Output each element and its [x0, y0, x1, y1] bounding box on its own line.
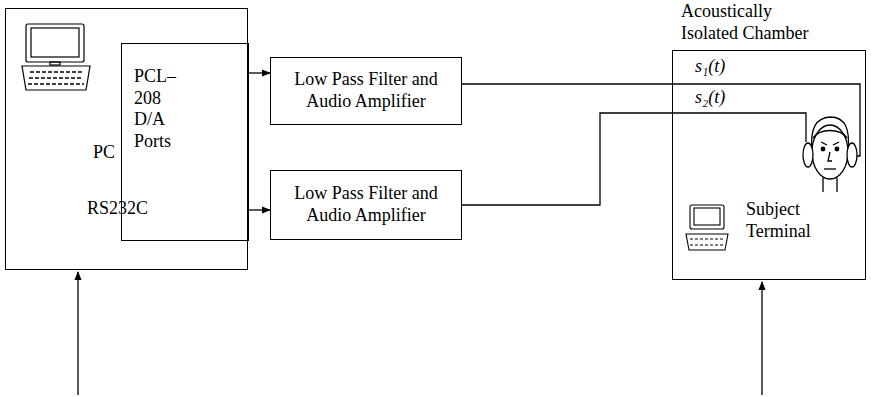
signal-line: [462, 83, 672, 84]
pc-icon: [22, 24, 90, 90]
signal-label: s₂(t): [693, 88, 727, 108]
signal-arrow: [249, 209, 270, 210]
computer-box: PC RS232C PCL–208 D/A Ports: [5, 8, 248, 270]
signal-label: s₁(t): [693, 57, 727, 77]
box-label: PC: [93, 142, 115, 164]
box-label: PCL–208 D/A Ports: [134, 66, 184, 152]
signal-arrow: [249, 72, 270, 73]
box-text: Low Pass Filter and Audio Amplifier: [271, 183, 461, 226]
filter-box: Low Pass Filter and Audio Amplifier: [270, 57, 462, 125]
input-arrow: [78, 272, 762, 395]
terminal-label: Subject Terminal: [746, 199, 826, 242]
chamber-box: Acoustically Isolated Chamber: [672, 50, 866, 280]
box-label: RS232C: [87, 198, 148, 220]
filter-box: Low Pass Filter and Audio Amplifier: [270, 170, 462, 240]
terminal-icon: [686, 205, 728, 250]
box-text: Low Pass Filter and Audio Amplifier: [271, 69, 461, 112]
box-label: Acoustically Isolated Chamber: [681, 1, 821, 44]
signal-line: [462, 113, 672, 205]
subject-head: [803, 117, 857, 192]
